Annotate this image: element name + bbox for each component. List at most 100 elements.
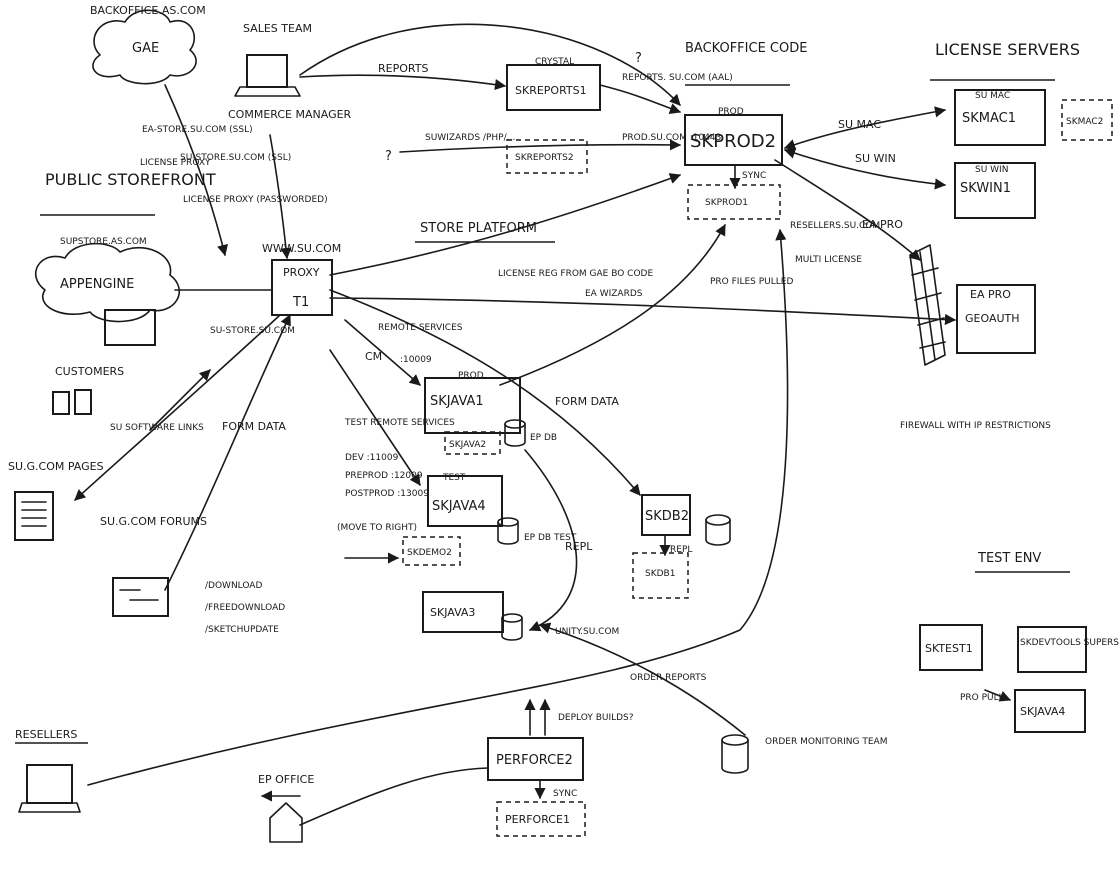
skjava4-test-box	[1014, 689, 1086, 733]
connector-proxy-to-skdb2	[329, 289, 641, 496]
backoffice-code-title: BACKOFFICE CODE	[685, 41, 807, 56]
port-10009-label: :10009	[400, 355, 432, 365]
skjava4-test-label: SKJAVA4	[1020, 705, 1065, 718]
dev-label: DEV :11009	[345, 453, 399, 463]
connector-suwizards-to-skprod2	[399, 139, 682, 153]
skdb1-label: SKDB1	[645, 569, 675, 579]
su-store-label: SU-STORE.SU.COM	[210, 326, 295, 336]
sug-pages-doc-lines	[21, 501, 47, 527]
connector-proxy-to-sugpages	[74, 314, 281, 501]
order-db-icon	[721, 734, 749, 774]
ep-office-house-icon	[269, 802, 303, 843]
connector-sales-to-skprod2	[299, 23, 681, 106]
move-to-right-label: (MOVE TO RIGHT)	[337, 523, 417, 533]
skjava4-label: SKJAVA4	[432, 499, 486, 514]
q-top-label: ?	[635, 51, 642, 66]
connector-proxy-to-skjava4	[329, 349, 421, 486]
perforce2-box	[487, 737, 584, 781]
t1-label: T1	[292, 295, 309, 310]
skjava3-db-icon	[501, 613, 523, 641]
su-mac-arrow-label: SU MAC	[838, 118, 881, 131]
skdb2-box	[641, 494, 691, 536]
connector-pro-pull	[984, 689, 1012, 702]
preprod-label: PREPROD :12009	[345, 471, 423, 481]
perforce1-box	[496, 801, 586, 837]
resellers-label: RESELLERS	[15, 728, 77, 741]
sktest1-label: SKTEST1	[925, 642, 973, 655]
skprod2-box	[684, 114, 783, 166]
sug-forums-screen-icon	[112, 577, 169, 617]
appengine-cloud	[34, 242, 181, 323]
prod-label: PROD	[718, 107, 744, 117]
ep-db-test-label: EP DB TEST	[524, 533, 577, 543]
perforce2-label: PERFORCE2	[496, 753, 573, 768]
backoffice-as-label: BACKOFFICE.AS.COM	[90, 4, 206, 17]
connector-proxy-to-geoauth	[329, 297, 957, 326]
connector-reports-su-to-skprod2	[599, 84, 682, 114]
skprod1-box	[687, 184, 781, 220]
public-storefront-title: PUBLIC STOREFRONT	[45, 170, 216, 189]
license-proxy-label: LICENSE PROXY	[140, 158, 211, 168]
firewall-label: FIREWALL WITH IP RESTRICTIONS	[900, 421, 1051, 431]
skjava3-box	[422, 591, 504, 633]
sync-p-label: SYNC	[553, 789, 577, 799]
skdb2-db-icon	[705, 514, 731, 546]
skreports2-box	[506, 139, 588, 174]
connector-skprod2-to-firewall	[774, 159, 921, 261]
skdb1-box	[632, 552, 689, 599]
crystal-label: CRYSTAL	[535, 57, 574, 67]
skreports2-label: SKREPORTS2	[515, 153, 574, 163]
connector-epoffice-to-perforce	[299, 767, 489, 826]
skwin1-box	[954, 162, 1036, 219]
form-data-right-label: FORM DATA	[555, 395, 619, 408]
su-store-ssl-label: SU-STORE.SU.COM (SSL)	[180, 153, 291, 163]
gae-cloud	[92, 9, 197, 85]
connector-reports	[299, 74, 507, 91]
postprod-label: POSTPROD :13009	[345, 489, 429, 499]
sync-label: SYNC	[742, 171, 766, 181]
www-su-label: WWW.SU.COM	[262, 242, 341, 255]
gae-label: GAE	[132, 41, 159, 56]
connector-forums-to-proxy	[164, 313, 291, 591]
skjava3-label: SKJAVA3	[430, 606, 475, 619]
multi-license-label: MULTI LICENSE	[795, 255, 862, 265]
connector-proxy-to-skprod2	[329, 173, 682, 276]
connector-order-to-skjava3	[538, 622, 746, 736]
repl-label: REPL	[565, 540, 593, 553]
su-mac-box-label: SU MAC	[975, 91, 1010, 101]
license-reg-label: LICENSE REG FROM GAE BO CODE	[498, 269, 653, 279]
pro-pull-label: PRO PULL	[960, 693, 1004, 703]
sug-pages-label: SU.G.COM PAGES	[8, 460, 104, 473]
repl-small-label: REPL	[670, 545, 692, 555]
pro-files-label: PRO FILES PULLED	[710, 277, 793, 287]
order-reports-label: ORDER REPORTS	[630, 673, 707, 683]
skmac1-box	[954, 89, 1046, 146]
sketchupdate-label: /SKETCHUPDATE	[205, 625, 279, 635]
ea-store-label: EA-STORE.SU.COM (SSL)	[142, 125, 253, 135]
freedownload-label: /FREEDOWNLOAD	[205, 603, 285, 613]
sktest1-box	[919, 624, 983, 671]
remote-services-label: REMOTE SERVICES	[378, 323, 463, 333]
resellers-monitor-base	[18, 802, 81, 813]
order-monitoring-label: ORDER MONITORING TEAM	[765, 737, 887, 747]
firewall-icon	[909, 244, 946, 366]
test-label: TEST	[442, 473, 466, 483]
ep-db-label: EP DB	[530, 433, 557, 443]
skjava2-label: SKJAVA2	[449, 440, 486, 450]
store-platform-title: STORE PLATFORM	[420, 221, 537, 236]
suwizards-label: SUWIZARDS /PHP/...	[425, 133, 515, 143]
customers-icon	[52, 389, 92, 415]
skdevtools-label: SKDEVTOOLS SUPERS	[1020, 638, 1119, 648]
resellers-monitor-icon	[26, 764, 73, 804]
ea-pro-arrow-label: EA PRO	[862, 218, 903, 231]
skwin1-label: SKWIN1	[960, 181, 1011, 196]
license-proxy2-label: LICENSE PROXY (PASSWORDED)	[183, 195, 328, 205]
skjava1-label: SKJAVA1	[430, 394, 484, 409]
geoauth-label: GEOAUTH	[965, 312, 1020, 325]
ep-db-icon	[504, 419, 526, 447]
sales-laptop-base	[234, 86, 301, 97]
skdemo2-label: SKDEMO2	[407, 548, 452, 558]
cm-label: CM	[365, 350, 382, 363]
su-win-arrow-label: SU WIN	[855, 152, 896, 165]
